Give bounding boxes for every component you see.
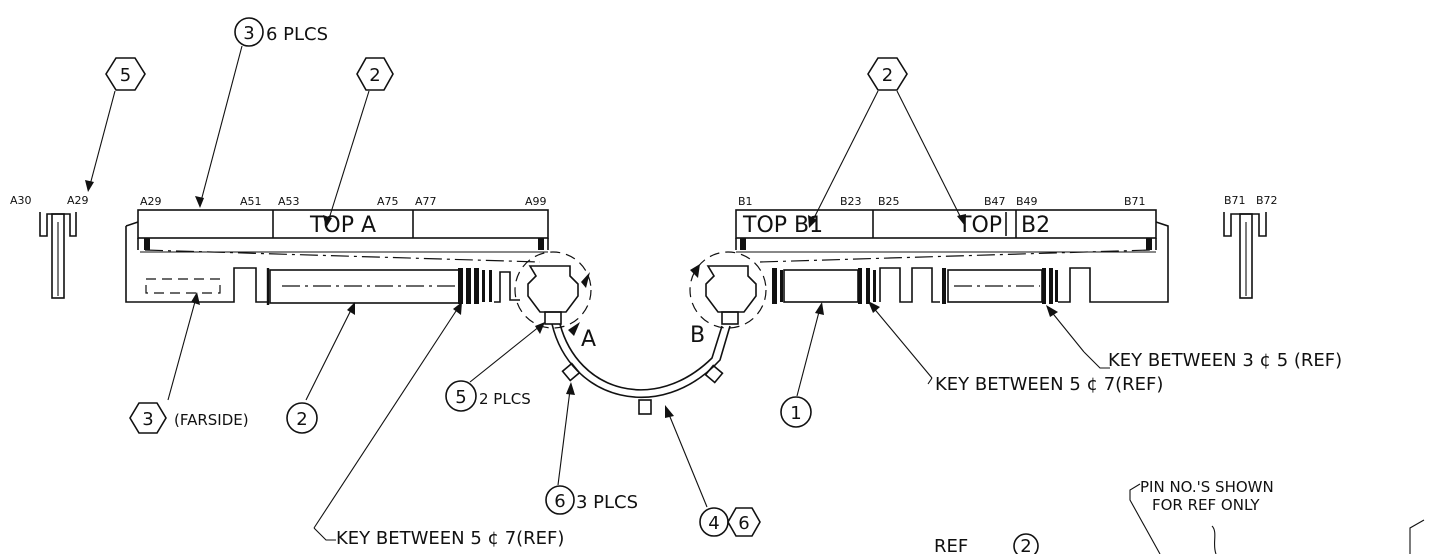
callout-5-bottom-note: 2 PLCS xyxy=(479,390,531,408)
pin-label-a77: A77 xyxy=(415,195,437,208)
callout-3-far-note: (FARSIDE) xyxy=(174,411,249,429)
single-pin-connector-left: A30 A29 xyxy=(10,194,89,299)
callout-hex-2-left: 2 xyxy=(323,57,394,228)
callout-ref-2: REF 2 xyxy=(934,533,1039,554)
note-key-5-7-left: KEY BETWEEN 5 ¢ 7(REF) xyxy=(313,302,564,549)
leader-line xyxy=(199,45,243,206)
connector-a-body: A29 A51 A53 A75 A77 A99 TOP A xyxy=(125,195,549,305)
callout-6-bottom: 6 3 PLCS xyxy=(545,382,638,515)
callout-hex-3-farside: 3 (FARSIDE) xyxy=(129,292,249,434)
note-key-3-5: KEY BETWEEN 3 ¢ 5 (REF) xyxy=(1046,305,1342,371)
flex-cable xyxy=(551,323,731,415)
pin-label-a29-single: A29 xyxy=(67,194,89,207)
detail-a-label: A xyxy=(581,327,596,352)
leader-arrowhead xyxy=(195,196,204,208)
pin-label-a75: A75 xyxy=(377,195,399,208)
leader-line xyxy=(327,90,370,223)
note-pin-line1: PIN NO.'S SHOWN xyxy=(1140,478,1274,496)
note-key-5-7-right-text: KEY BETWEEN 5 ¢ 7(REF) xyxy=(935,374,1163,395)
callout-6-bottom-number: 6 xyxy=(554,491,565,512)
label-top-b1: TOP B1 xyxy=(742,213,823,238)
single-pin-connector-right: B71 B72 xyxy=(1223,194,1278,299)
callout-4-6: 4 6 xyxy=(665,405,761,537)
pin-label-b47: B47 xyxy=(984,195,1006,208)
callout-2-number: 2 xyxy=(369,65,380,86)
label-top-a: TOP A xyxy=(309,213,376,238)
pin-label-b71-single: B71 xyxy=(1224,194,1246,207)
callout-3-far-number: 3 xyxy=(142,409,153,430)
leader-line xyxy=(896,90,963,221)
leader-line xyxy=(811,90,879,223)
pin-label-b71: B71 xyxy=(1124,195,1146,208)
callout-6-bottom-note: 3 PLCS xyxy=(576,492,638,513)
callout-3-six-places: 3 6 PLCS xyxy=(195,17,328,208)
pin-label-b49: B49 xyxy=(1016,195,1038,208)
callout-hex-5: 5 xyxy=(85,57,146,192)
leader-arrowhead xyxy=(323,215,332,228)
callout-hex-2-right: 2 xyxy=(808,57,966,228)
note-key-5-7-left-text: KEY BETWEEN 5 ¢ 7(REF) xyxy=(336,528,564,549)
callout-1-number: 1 xyxy=(790,403,801,424)
svg-text:2: 2 xyxy=(1020,536,1031,554)
callout-5-bottom: 5 2 PLCS xyxy=(445,322,545,412)
detail-b: B xyxy=(689,251,767,348)
label-top: TOP xyxy=(957,213,1002,238)
note-pin-line2: FOR REF ONLY xyxy=(1152,496,1260,514)
callout-2-bottom: 2 xyxy=(286,302,355,434)
pin-label-a99: A99 xyxy=(525,195,547,208)
label-b2: B2 xyxy=(1021,213,1050,238)
pin-label-b23: B23 xyxy=(840,195,862,208)
callout-4-number: 4 xyxy=(708,513,719,534)
callout-3-note: 6 PLCS xyxy=(266,24,328,45)
callout-5-number: 5 xyxy=(120,65,131,86)
pin-label-a53: A53 xyxy=(278,195,300,208)
callout-6-pair-number: 6 xyxy=(738,513,749,534)
leader-line xyxy=(89,90,116,186)
note-key-5-7-right: KEY BETWEEN 5 ¢ 7(REF) xyxy=(868,301,1163,395)
leader-arrowhead xyxy=(808,215,817,228)
callout-3-number: 3 xyxy=(243,23,254,44)
callout-2-bottom-number: 2 xyxy=(296,409,307,430)
note-pin-numbers: PIN NO.'S SHOWN FOR REF ONLY xyxy=(1129,478,1425,554)
leader-arrowhead xyxy=(957,214,966,226)
detail-b-label: B xyxy=(690,323,705,348)
note-key-3-5-text: KEY BETWEEN 3 ¢ 5 (REF) xyxy=(1108,350,1342,371)
pin-label-b72: B72 xyxy=(1256,194,1278,207)
pin-label-a30: A30 xyxy=(10,194,32,207)
pin-label-a29: A29 xyxy=(140,195,162,208)
pin-label-b1: B1 xyxy=(738,195,753,208)
callout-2-right-number: 2 xyxy=(882,65,893,86)
pin-label-a51: A51 xyxy=(240,195,262,208)
detail-a: A xyxy=(514,251,596,352)
callout-5-bottom-number: 5 xyxy=(455,387,466,408)
pin-label-b25: B25 xyxy=(878,195,900,208)
ref-2-text: REF xyxy=(934,536,968,554)
callout-1: 1 xyxy=(780,302,824,428)
connector-b-body: B1 B23 B25 B47 B49 B71 TOP B1 TOP B2 xyxy=(735,195,1169,304)
leader-arrowhead xyxy=(85,180,94,192)
